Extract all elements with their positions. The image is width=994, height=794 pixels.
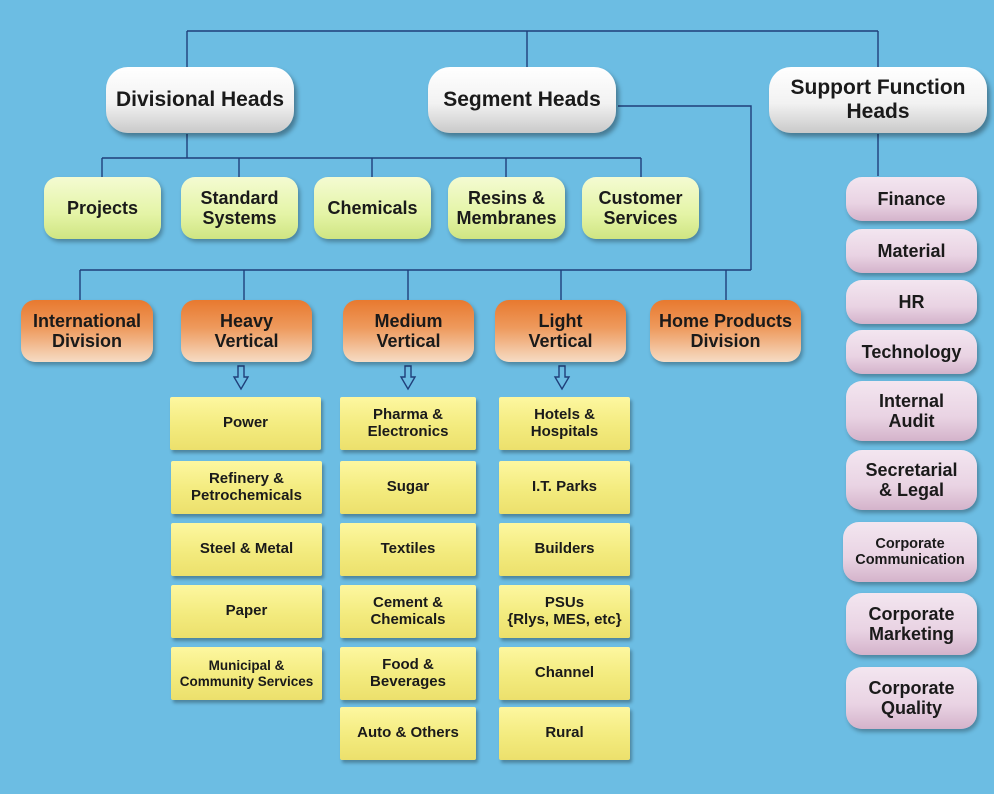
vertical-light: Light Vertical <box>495 300 626 362</box>
vertical-heavy: Heavy Vertical <box>181 300 312 362</box>
light-item-hotels: Hotels & Hospitals <box>499 397 630 450</box>
medium-item-auto: Auto & Others <box>340 707 476 760</box>
heavy-item-refinery: Refinery & Petrochemicals <box>171 461 322 514</box>
support-corporate-quality: Corporate Quality <box>846 667 977 729</box>
light-item-psus: PSUs {Rlys, MES, etc} <box>499 585 630 638</box>
segment-customer-services: Customer Services <box>582 177 699 239</box>
support-material: Material <box>846 229 977 273</box>
heavy-item-steel-metal: Steel & Metal <box>171 523 322 576</box>
medium-item-textiles: Textiles <box>340 523 476 576</box>
medium-item-sugar: Sugar <box>340 461 476 514</box>
vertical-international-division: International Division <box>21 300 153 362</box>
support-internal-audit: Internal Audit <box>846 381 977 441</box>
segment-resins-membranes: Resins & Membranes <box>448 177 565 239</box>
medium-item-food: Food & Beverages <box>340 647 476 700</box>
support-hr: HR <box>846 280 977 324</box>
support-secretarial-legal: Secretarial & Legal <box>846 450 977 510</box>
vertical-medium: Medium Vertical <box>343 300 474 362</box>
heavy-item-paper: Paper <box>171 585 322 638</box>
support-technology: Technology <box>846 330 977 374</box>
light-arrow-icon <box>553 365 571 391</box>
heavy-item-municipal: Municipal & Community Services <box>171 647 322 700</box>
support-finance: Finance <box>846 177 977 221</box>
divisional-heads-box: Divisional Heads <box>106 67 294 133</box>
segment-heads-box: Segment Heads <box>428 67 616 133</box>
heavy-item-power: Power <box>170 397 321 450</box>
support-corporate-communication: Corporate Communication <box>843 522 977 582</box>
medium-item-cement: Cement & Chemicals <box>340 585 476 638</box>
light-item-it-parks: I.T. Parks <box>499 461 630 514</box>
support-function-heads-box: Support Function Heads <box>769 67 987 133</box>
light-item-builders: Builders <box>499 523 630 576</box>
medium-item-pharma: Pharma & Electronics <box>340 397 476 450</box>
vertical-home-products-division: Home Products Division <box>650 300 801 362</box>
segment-standard-systems: Standard Systems <box>181 177 298 239</box>
segment-chemicals: Chemicals <box>314 177 431 239</box>
light-item-rural: Rural <box>499 707 630 760</box>
support-corporate-marketing: Corporate Marketing <box>846 593 977 655</box>
light-item-channel: Channel <box>499 647 630 700</box>
medium-arrow-icon <box>399 365 417 391</box>
segment-projects: Projects <box>44 177 161 239</box>
heavy-arrow-icon <box>232 365 250 391</box>
